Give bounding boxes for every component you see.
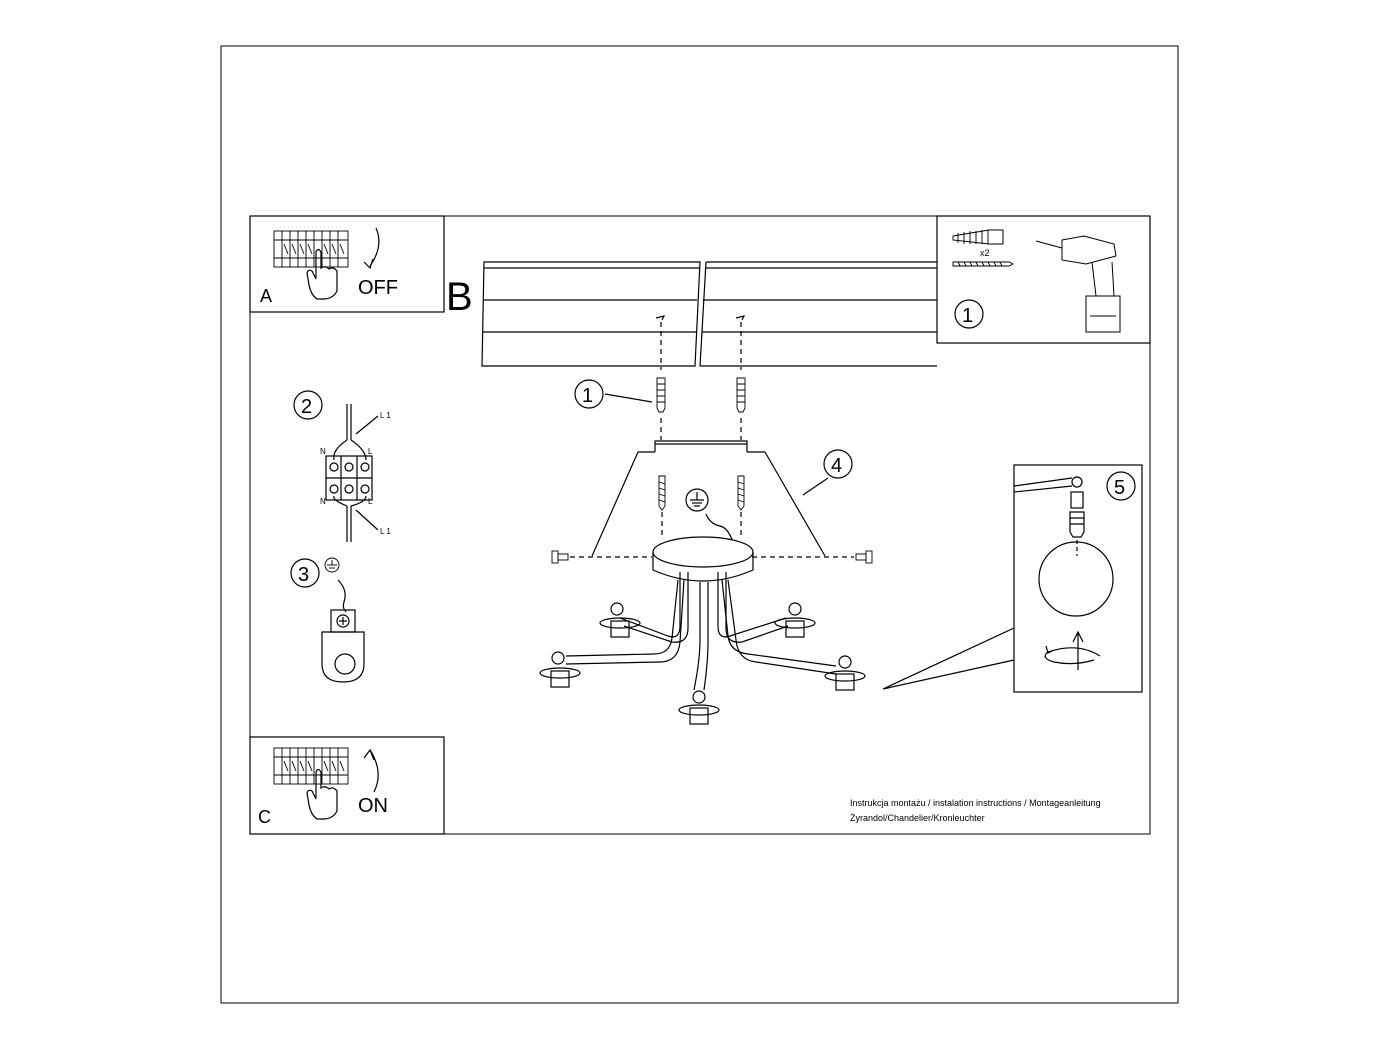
arrow-up-icon — [1072, 630, 1084, 670]
drill-icon — [1035, 235, 1121, 333]
panel-b: B 1 — [446, 261, 1015, 725]
mounting-bracket — [591, 440, 826, 557]
panel-a-letter: A — [260, 286, 272, 306]
rotate-arrow-icon — [1044, 645, 1101, 665]
chandelier — [539, 536, 866, 725]
panel-c-frame — [249, 736, 445, 835]
wire-label-l-bottom: L — [368, 497, 373, 506]
hand-icon — [306, 248, 338, 300]
step-1-badge — [954, 299, 984, 329]
step-3-badge — [290, 558, 320, 588]
panel-c: C ON — [249, 736, 445, 835]
socket-left-upper — [599, 602, 641, 638]
wire-n-bottom — [333, 495, 348, 507]
grounding-diagram: 3 — [290, 557, 365, 683]
step-1-callout — [574, 379, 604, 409]
wire-l-top — [350, 439, 367, 461]
step-5-badge — [1106, 471, 1136, 501]
mount-screw-right-icon — [737, 475, 745, 511]
detail-pointer — [882, 627, 1015, 690]
wire-label-l1-top: L 1 — [380, 411, 391, 420]
ground-small-icon — [324, 557, 340, 573]
panel-a: A OFF — [249, 215, 445, 313]
globe-icon — [1038, 541, 1114, 617]
arm-left-lower — [565, 579, 685, 665]
panel-a-frame — [249, 215, 445, 313]
arm-left-upper — [619, 572, 689, 643]
step-1-number: 1 — [962, 305, 973, 327]
arrow-down-icon — [363, 227, 380, 270]
ceiling-panel-right — [699, 261, 937, 367]
canopy — [652, 536, 754, 568]
bulb-detail-panel: 5 — [1013, 464, 1143, 693]
ground-lug-icon — [321, 631, 365, 683]
step-4-badge — [823, 449, 853, 479]
step-2-badge — [293, 390, 323, 420]
wall-plug-icon — [952, 229, 1004, 245]
bulb-arm-end — [1071, 476, 1083, 488]
panel-c-state: ON — [358, 795, 388, 817]
bulb-cap-icon — [1069, 511, 1085, 538]
lug-hole — [334, 653, 356, 675]
arm-center — [693, 582, 709, 691]
wire-n-top — [333, 439, 348, 461]
socket-center — [678, 690, 720, 725]
socket-right-lower — [824, 655, 866, 691]
lug-screw — [336, 614, 350, 628]
bulb-detail-frame — [1013, 464, 1143, 693]
mount-screw-left-icon — [658, 475, 666, 511]
panel-a-state: OFF — [358, 277, 398, 299]
ground-lead — [337, 579, 347, 613]
screw-icon — [952, 261, 1015, 267]
bulb-socket — [1070, 491, 1084, 509]
wire-label-n-bottom: N — [320, 497, 326, 506]
ground-symbol-icon — [685, 488, 709, 512]
dowel-left-icon — [656, 377, 666, 413]
wiring-diagram: 2 N L N L L 1 L 1 — [293, 390, 391, 542]
terminal-block-icon — [325, 455, 373, 501]
breaker-box-on-icon — [273, 747, 349, 785]
tools-panel-frame — [936, 215, 1151, 344]
ceiling-panel-left — [481, 261, 701, 367]
caption-line-2: Żyrandol/Chandelier/Kronleuchter — [850, 813, 985, 823]
caption-line-1: Instrukcja montażu / instalation instruc… — [850, 798, 1101, 808]
lug-clamp — [330, 609, 356, 633]
arm-right-lower — [721, 579, 837, 675]
dowel-leader — [604, 393, 653, 403]
step-4-leader — [802, 477, 829, 496]
panel-b-letter: B — [446, 275, 473, 319]
drawing-frame — [249, 215, 1151, 835]
step-3-number: 3 — [298, 564, 309, 586]
wire-label-l1-bottom: L 1 — [380, 527, 391, 536]
step-1-callout-number: 1 — [582, 385, 593, 407]
quantity-label: x2 — [980, 248, 990, 258]
tools-panel: x2 1 — [936, 215, 1151, 344]
l1-leader-top — [355, 415, 379, 435]
page-frame — [220, 45, 1179, 1004]
bulb-arm — [1013, 477, 1073, 493]
drill-hole-left — [655, 315, 666, 370]
ground-wire — [705, 513, 733, 541]
dowel-right-icon — [736, 377, 746, 413]
wire-label-n-top: N — [320, 447, 326, 456]
wire-label-l-top: L — [368, 447, 373, 456]
panel-c-letter: C — [258, 807, 271, 827]
arm-right-upper — [717, 572, 789, 643]
wire-l-bottom — [350, 495, 367, 507]
side-screw-left-icon — [551, 550, 569, 564]
hand-on-icon — [306, 768, 338, 820]
l1-leader-bottom — [355, 509, 379, 531]
side-screw-right-icon — [855, 550, 873, 564]
socket-left-lower — [539, 651, 581, 688]
step-4-number: 4 — [831, 455, 842, 477]
step-2-number: 2 — [301, 396, 312, 418]
socket-right-upper — [774, 602, 816, 638]
step-5-number: 5 — [1114, 477, 1125, 499]
drill-hole-right — [735, 315, 746, 370]
arrow-up-switch-icon — [363, 748, 379, 793]
breaker-box-icon — [273, 230, 349, 268]
